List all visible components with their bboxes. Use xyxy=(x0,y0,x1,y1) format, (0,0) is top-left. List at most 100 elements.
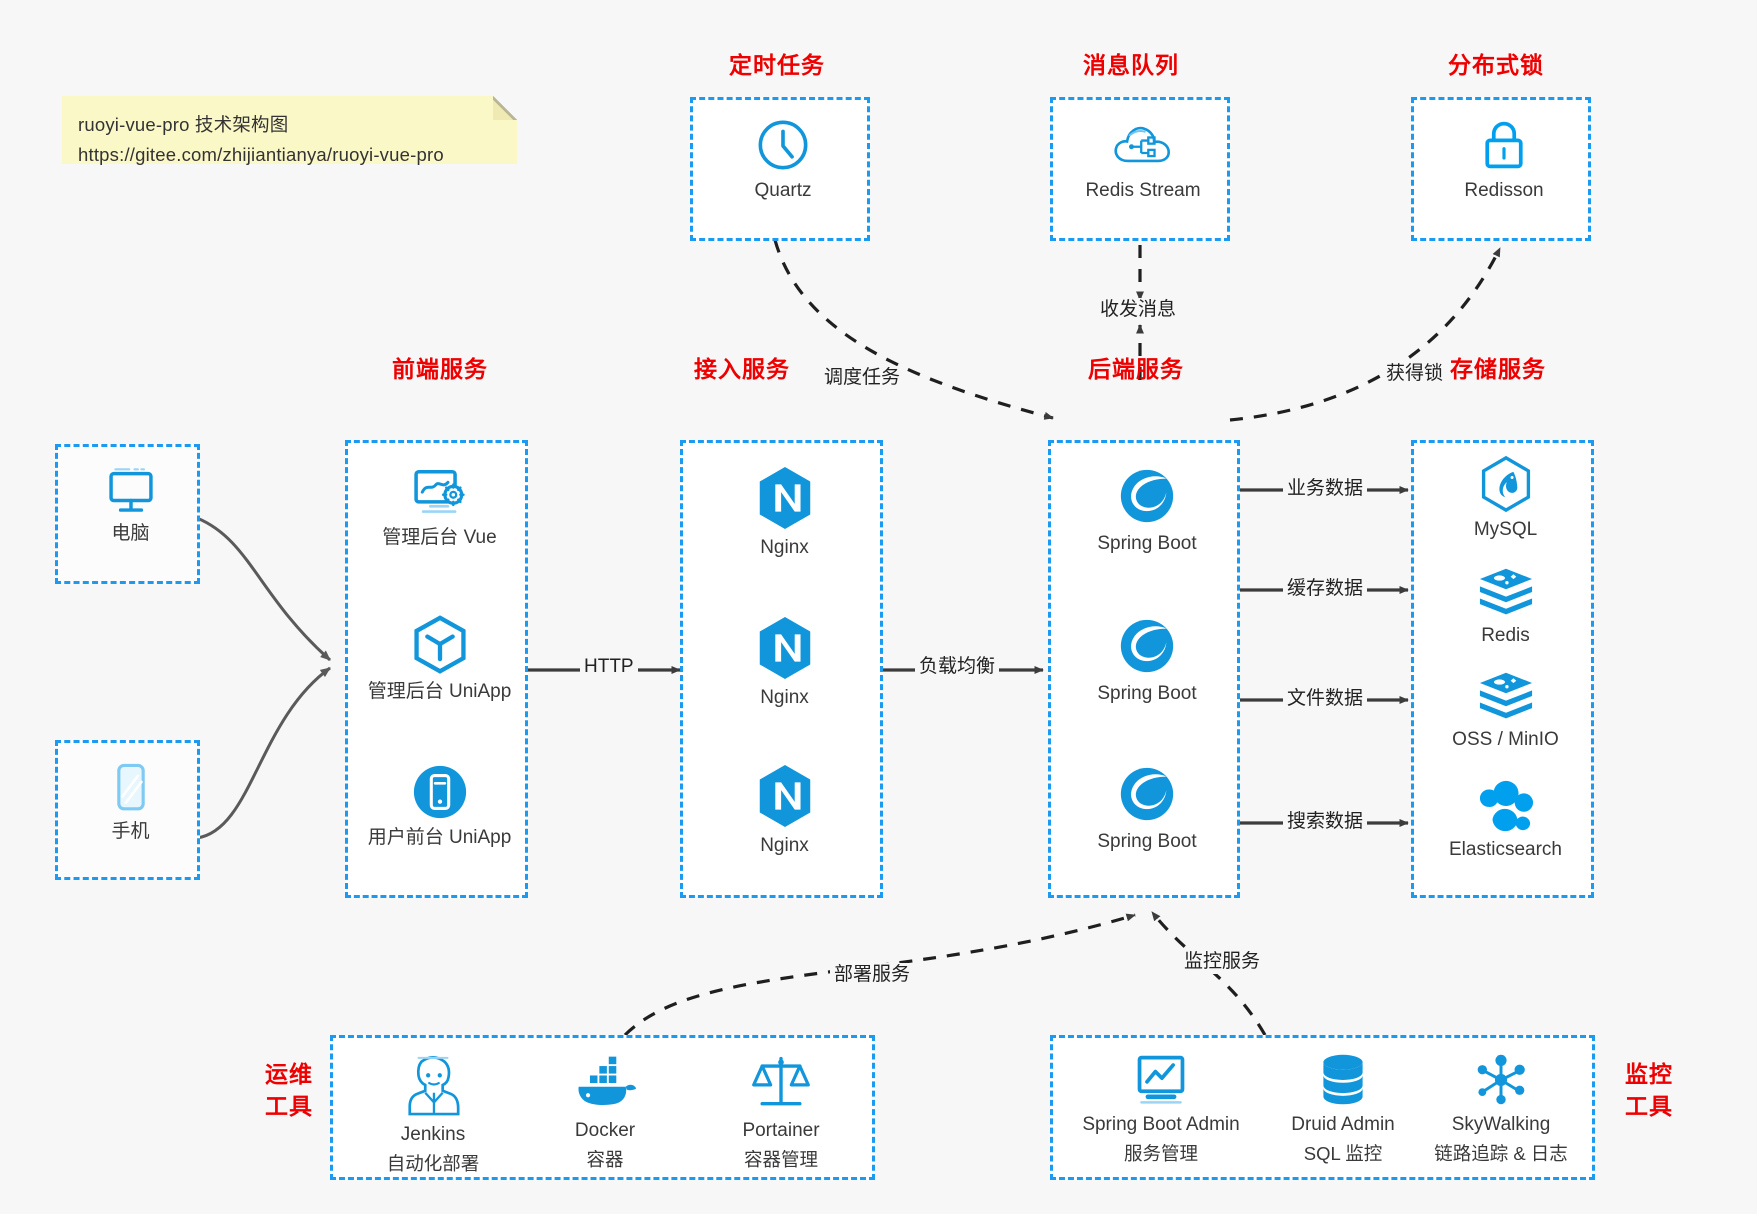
node-nginx-1[interactable]: Nginx xyxy=(683,465,886,560)
node-label-mysql: MySQL xyxy=(1473,519,1538,540)
spring-boot-icon xyxy=(1120,469,1174,523)
note-title: ruoyi-vue-pro 技术架构图 xyxy=(78,114,289,135)
group-title-monitor: 监控 工具 xyxy=(1618,1058,1680,1122)
edge-label-file-data: 文件数据 xyxy=(1283,687,1368,711)
node-nginx-2[interactable]: Nginx xyxy=(683,615,886,710)
nginx-icon xyxy=(759,466,810,530)
group-title-message-queue: 消息队列 xyxy=(1083,52,1179,78)
node-sublabel-docker: 容器 xyxy=(586,1149,624,1170)
node-elasticsearch[interactable]: Elasticsearch xyxy=(1414,777,1597,862)
node-portainer[interactable]: Portainer 容器管理 xyxy=(701,1052,861,1172)
node-sublabel-druid-admin: SQL 监控 xyxy=(1303,1143,1383,1164)
mobile-phone-icon xyxy=(116,763,145,811)
node-springboot-1[interactable]: Spring Boot xyxy=(1051,465,1243,556)
nginx-icon xyxy=(759,616,810,680)
node-network-icon xyxy=(1477,1054,1525,1105)
group-title-frontend: 前端服务 xyxy=(392,356,488,382)
node-label-oss-minio: OSS / MinIO xyxy=(1452,729,1559,750)
edge-label-send-receive-message: 收发消息 xyxy=(1096,298,1181,322)
node-label-redis: Redis xyxy=(1481,625,1530,646)
node-label-docker: Docker xyxy=(574,1120,636,1141)
group-box-phone: 手机 xyxy=(55,740,200,880)
node-label-nginx-2: Nginx xyxy=(760,687,809,708)
redis-stack-icon xyxy=(1479,568,1532,615)
node-admin-uniapp[interactable]: 管理后台 UniApp xyxy=(348,615,531,704)
node-label-quartz: Quartz xyxy=(754,180,812,201)
node-label-skywalking: SkyWalking xyxy=(1451,1114,1551,1135)
node-springboot-2[interactable]: Spring Boot xyxy=(1051,615,1243,706)
group-box-computer: 电脑 xyxy=(55,444,200,584)
node-docker[interactable]: Docker 容器 xyxy=(525,1052,685,1172)
node-quartz[interactable]: Quartz xyxy=(693,116,873,203)
node-mysql[interactable]: MySQL xyxy=(1414,455,1597,542)
node-sublabel-jenkins: 自动化部署 xyxy=(386,1153,480,1174)
node-label-user-uniapp: 用户前台 UniApp xyxy=(367,827,512,848)
mysql-dolphin-icon xyxy=(1481,455,1530,513)
node-label-redis-stream: Redis Stream xyxy=(1085,180,1201,201)
group-box-distributed-lock: Redisson xyxy=(1411,97,1591,241)
node-computer[interactable]: 电脑 xyxy=(58,465,203,546)
note-url: https://gitee.com/zhijiantianya/ruoyi-vu… xyxy=(78,144,444,165)
group-title-gateway: 接入服务 xyxy=(694,356,790,382)
group-box-gateway: Nginx Nginx Nginx xyxy=(680,440,883,898)
monitor-chart-icon xyxy=(1137,1055,1185,1104)
nginx-icon xyxy=(759,764,810,828)
node-phone[interactable]: 手机 xyxy=(58,761,203,844)
node-redis[interactable]: Redis xyxy=(1414,565,1597,648)
note-fold-corner xyxy=(493,96,517,120)
padlock-icon xyxy=(1485,121,1523,169)
node-label-springboot-2: Spring Boot xyxy=(1097,683,1197,704)
node-sublabel-portainer: 容器管理 xyxy=(743,1149,818,1170)
node-label-springboot-1: Spring Boot xyxy=(1097,533,1197,554)
node-nginx-3[interactable]: Nginx xyxy=(683,763,886,858)
spring-boot-icon xyxy=(1120,767,1174,821)
node-springboot-3[interactable]: Spring Boot xyxy=(1051,763,1243,854)
node-spring-boot-admin[interactable]: Spring Boot Admin 服务管理 xyxy=(1061,1052,1261,1166)
docker-whale-icon xyxy=(578,1056,637,1105)
node-sublabel-skywalking: 链路追踪 & 日志 xyxy=(1434,1143,1568,1164)
jenkins-butler-icon xyxy=(408,1056,460,1116)
node-redisson[interactable]: Redisson xyxy=(1414,116,1594,203)
spring-boot-icon xyxy=(1120,619,1174,673)
edge-label-acquire-lock: 获得锁 xyxy=(1382,362,1448,386)
node-oss-minio[interactable]: OSS / MinIO xyxy=(1414,669,1597,752)
group-title-monitor-line1: 监控 xyxy=(1625,1061,1673,1087)
edge-label-search-data: 搜索数据 xyxy=(1283,810,1368,834)
group-box-scheduled-task: Quartz xyxy=(690,97,870,241)
group-title-backend: 后端服务 xyxy=(1088,356,1184,382)
clock-icon xyxy=(758,120,808,170)
group-box-backend: Spring Boot Spring Boot Spring Boot xyxy=(1048,440,1240,898)
edge-label-load-balance: 负载均衡 xyxy=(915,655,1000,679)
redis-stack-icon xyxy=(1479,672,1532,719)
edge-label-schedule-task: 调度任务 xyxy=(820,366,905,390)
group-title-distributed-lock: 分布式锁 xyxy=(1448,52,1544,78)
node-label-admin-vue: 管理后台 Vue xyxy=(382,527,497,548)
edge-label-monitor-service: 监控服务 xyxy=(1180,950,1265,974)
node-skywalking[interactable]: SkyWalking 链路追踪 & 日志 xyxy=(1411,1052,1591,1166)
node-admin-vue[interactable]: 管理后台 Vue xyxy=(348,465,531,550)
node-label-jenkins: Jenkins xyxy=(400,1124,466,1145)
node-label-phone: 手机 xyxy=(111,821,150,842)
node-label-portainer: Portainer xyxy=(742,1120,820,1141)
node-user-uniapp[interactable]: 用户前台 UniApp xyxy=(348,763,531,850)
group-box-devops: Jenkins 自动化部署 Docker 容器 xyxy=(330,1035,875,1180)
cloud-stream-icon xyxy=(1114,126,1171,163)
node-label-spring-boot-admin: Spring Boot Admin xyxy=(1082,1114,1240,1135)
node-label-redisson: Redisson xyxy=(1464,180,1544,201)
node-redis-stream[interactable]: Redis Stream xyxy=(1053,116,1233,203)
node-jenkins[interactable]: Jenkins 自动化部署 xyxy=(353,1052,513,1176)
database-stack-icon xyxy=(1323,1054,1363,1105)
node-label-nginx-3: Nginx xyxy=(760,835,809,856)
group-box-storage: MySQL Redis OSS / MinIO xyxy=(1411,440,1594,898)
edge-label-cache-data: 缓存数据 xyxy=(1283,577,1368,601)
group-box-message-queue: Redis Stream xyxy=(1050,97,1230,241)
group-title-scheduled-task: 定时任务 xyxy=(729,52,825,78)
desktop-monitor-icon xyxy=(108,468,153,512)
edge-label-business-data: 业务数据 xyxy=(1283,477,1368,501)
group-title-storage: 存储服务 xyxy=(1450,356,1546,382)
group-title-monitor-line2: 工具 xyxy=(1625,1093,1673,1119)
group-title-devops: 运维 工具 xyxy=(258,1058,320,1122)
hexagon-cube-icon xyxy=(413,615,466,674)
node-druid-admin[interactable]: Druid Admin SQL 监控 xyxy=(1263,1052,1423,1166)
